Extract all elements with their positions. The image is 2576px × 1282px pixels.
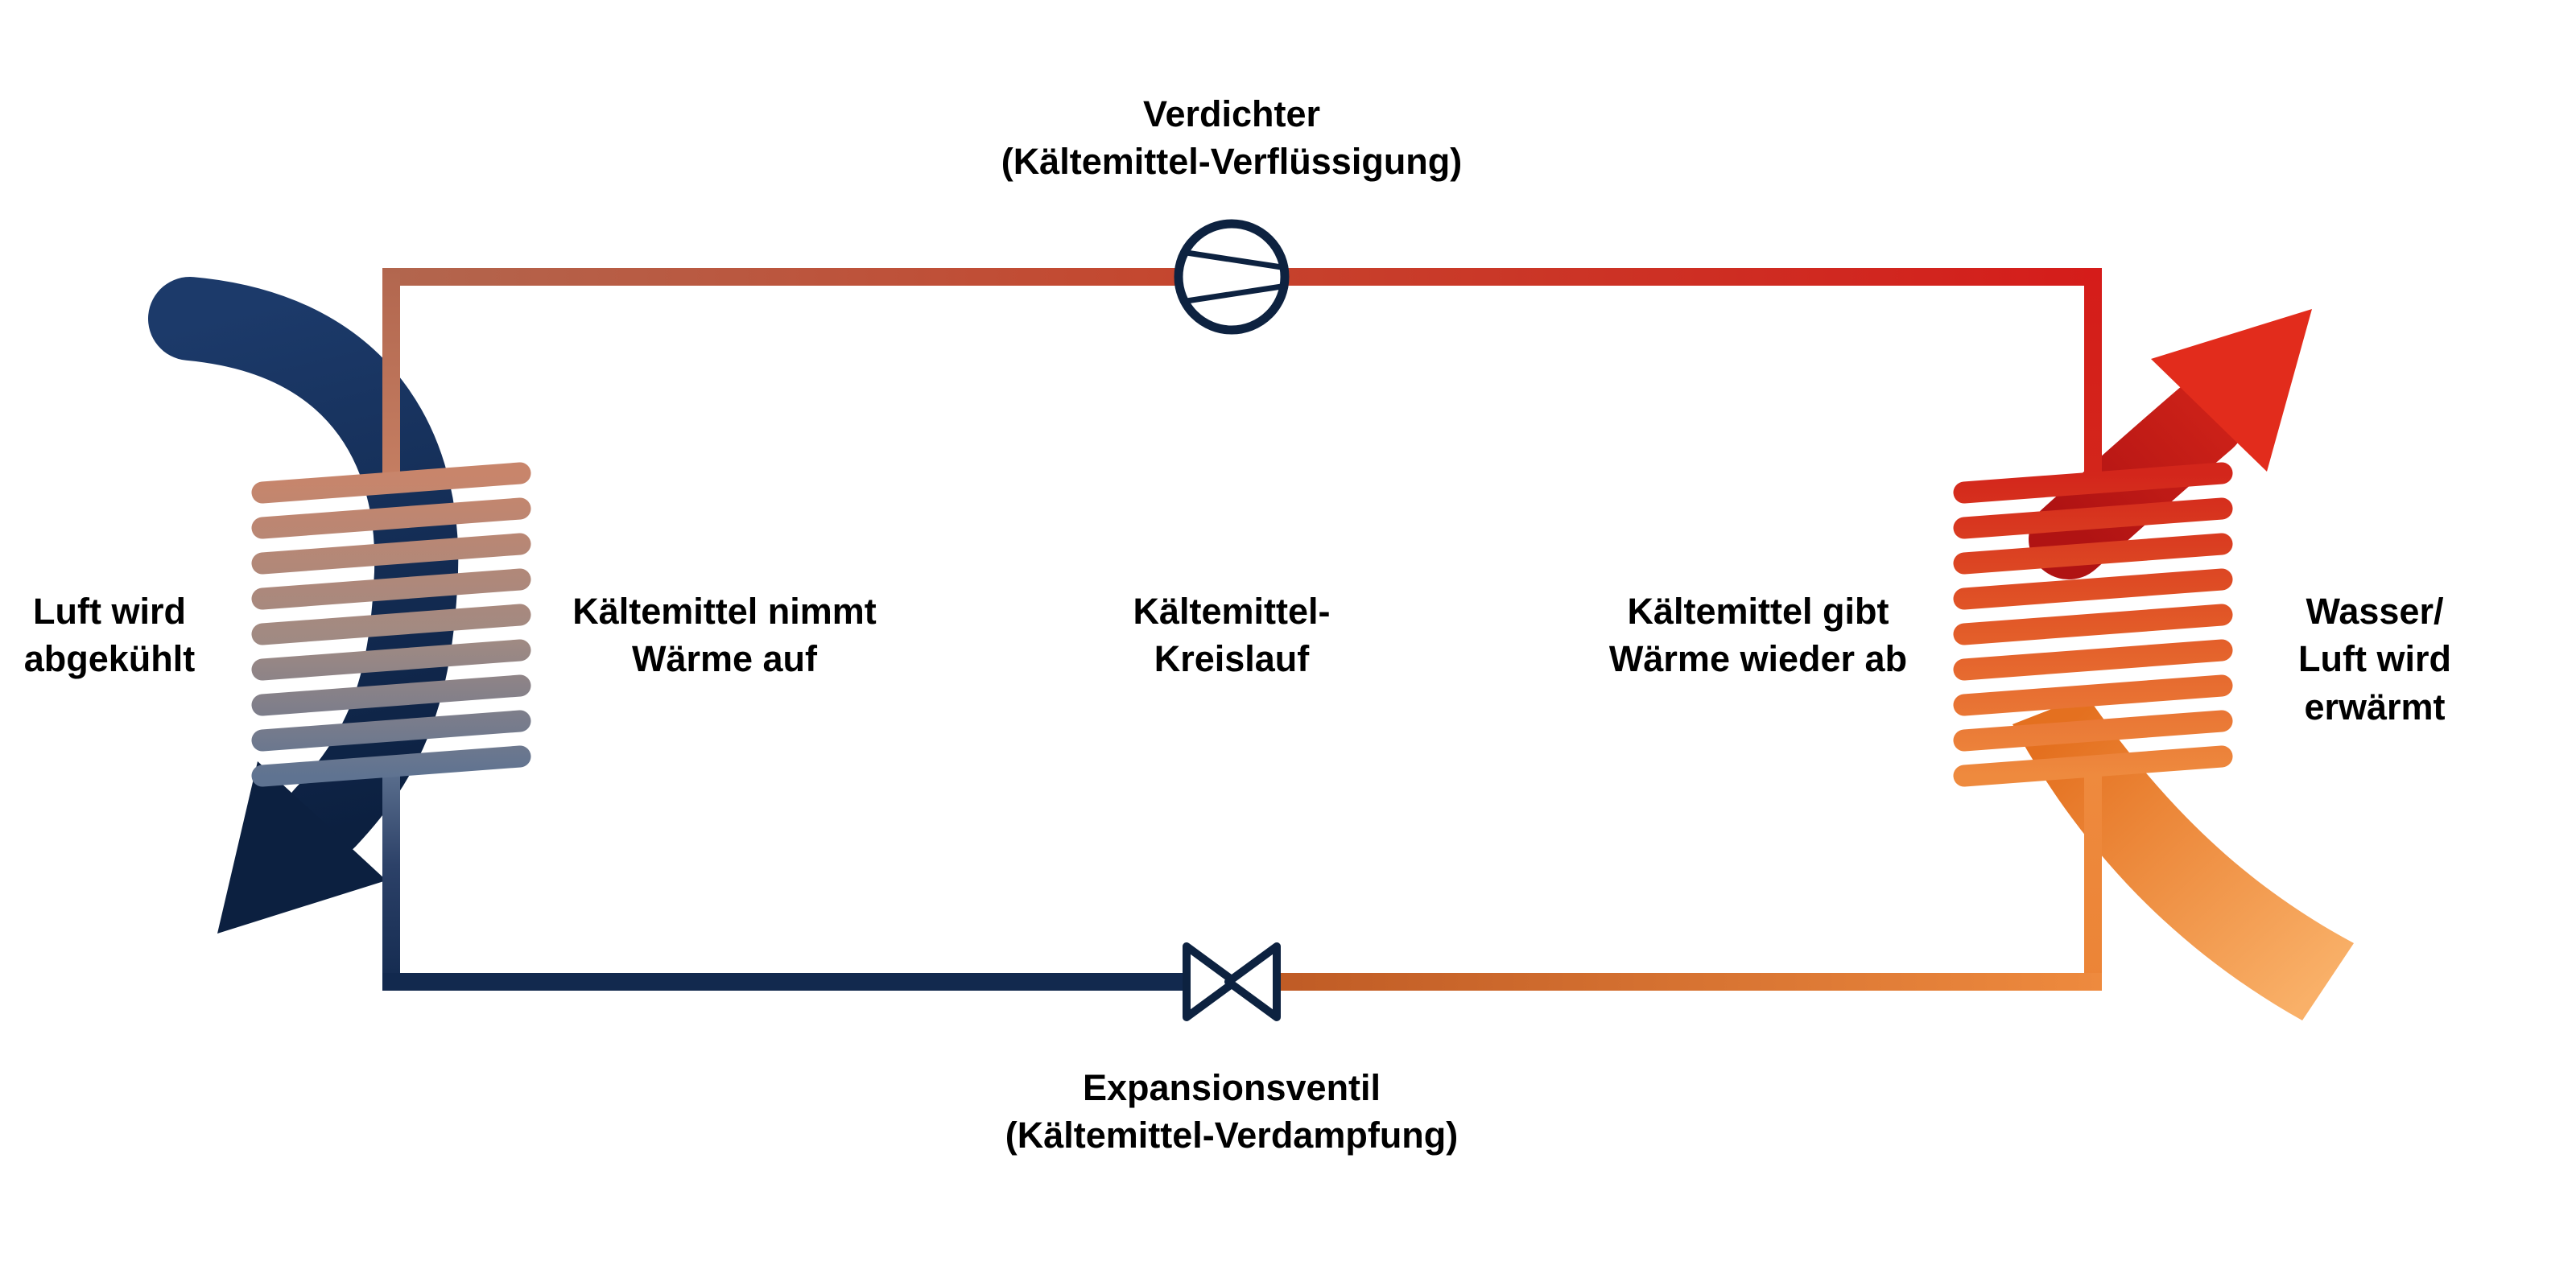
warm-air-arrowhead bbox=[2151, 309, 2312, 472]
cold-air-label: Luft wird abgekühlt bbox=[23, 591, 196, 680]
warm-air-label: Wasser/ Luft wird erwärmt bbox=[2298, 591, 2451, 728]
condenser-label: Kältemittel gibt Wärme wieder ab bbox=[1608, 591, 1908, 680]
evaporator-label: Kältemittel nimmt Wärme auf bbox=[572, 591, 877, 680]
compressor-symbol bbox=[1174, 219, 1290, 335]
cycle-title: Kältemittel- Kreislauf bbox=[1133, 591, 1331, 680]
air-intake-swoosh bbox=[2013, 695, 2354, 1020]
condenser-coil bbox=[1953, 462, 2233, 787]
expansion-valve-label: Expansionsventil (Kältemittel-Verdampfun… bbox=[1005, 1067, 1459, 1156]
evaporator-coil bbox=[251, 462, 531, 787]
expansion-valve-symbol bbox=[1183, 942, 1281, 1021]
cold-air-arrowhead bbox=[217, 761, 386, 934]
compressor-label: Verdichter (Kältemittel-Verflüssigung) bbox=[1001, 93, 1463, 183]
